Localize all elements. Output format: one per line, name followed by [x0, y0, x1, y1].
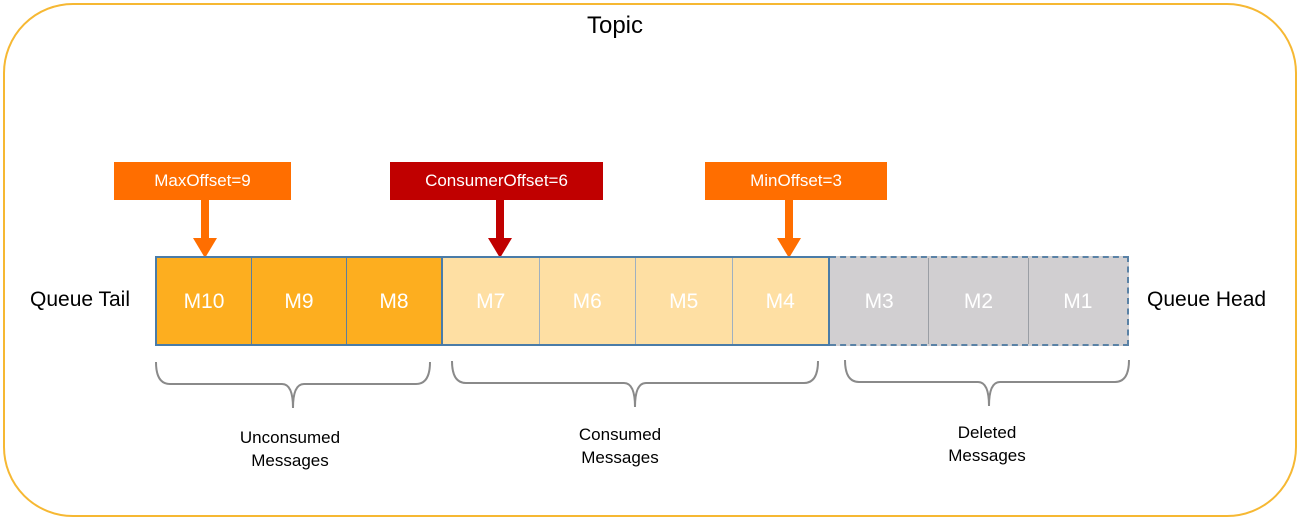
- min-offset-label: MinOffset=3: [705, 162, 887, 200]
- deleted-messages-caption: Deleted Messages: [887, 421, 1087, 467]
- message-cell: M10: [157, 258, 252, 344]
- message-cell: M2: [929, 258, 1029, 344]
- consumed-messages-group: M7 M6 M5 M4: [443, 256, 830, 346]
- consumed-brace: [451, 360, 819, 408]
- deleted-messages-group: M3 M2 M1: [830, 256, 1129, 346]
- caption-line: Consumed: [578, 425, 662, 444]
- unconsumed-messages-group: M10 M9 M8: [155, 256, 443, 346]
- caption-line: Messages: [251, 451, 329, 470]
- consumed-messages-caption: Consumed Messages: [520, 423, 720, 469]
- deleted-brace: [844, 359, 1130, 407]
- topic-title: Topic: [586, 12, 644, 39]
- unconsumed-brace: [155, 361, 431, 409]
- caption-line: Deleted: [957, 423, 1017, 442]
- message-cell: M5: [636, 258, 733, 344]
- message-cell: M4: [765, 290, 795, 313]
- message-cell: M3: [830, 258, 930, 344]
- unconsumed-messages-caption: Unconsumed Messages: [190, 426, 390, 472]
- caption-line: Messages: [948, 446, 1026, 465]
- topic-frame: [3, 3, 1297, 517]
- message-cell: M9: [252, 258, 347, 344]
- message-cell: M1: [1063, 290, 1093, 313]
- caption-line: Messages: [581, 448, 659, 467]
- message-cell: M6: [540, 258, 636, 344]
- max-offset-label: MaxOffset=9: [114, 162, 291, 200]
- consumer-offset-label: ConsumerOffset=6: [390, 162, 603, 200]
- message-cell: M8: [379, 290, 409, 313]
- max-offset-arrow: [193, 200, 217, 258]
- min-offset-arrow: [777, 200, 801, 258]
- queue-tail-label: Queue Tail: [30, 288, 131, 311]
- caption-line: Unconsumed: [239, 428, 341, 447]
- queue-head-label: Queue Head: [1147, 288, 1267, 311]
- consumer-offset-arrow: [488, 200, 512, 258]
- message-cell: M7: [443, 258, 540, 344]
